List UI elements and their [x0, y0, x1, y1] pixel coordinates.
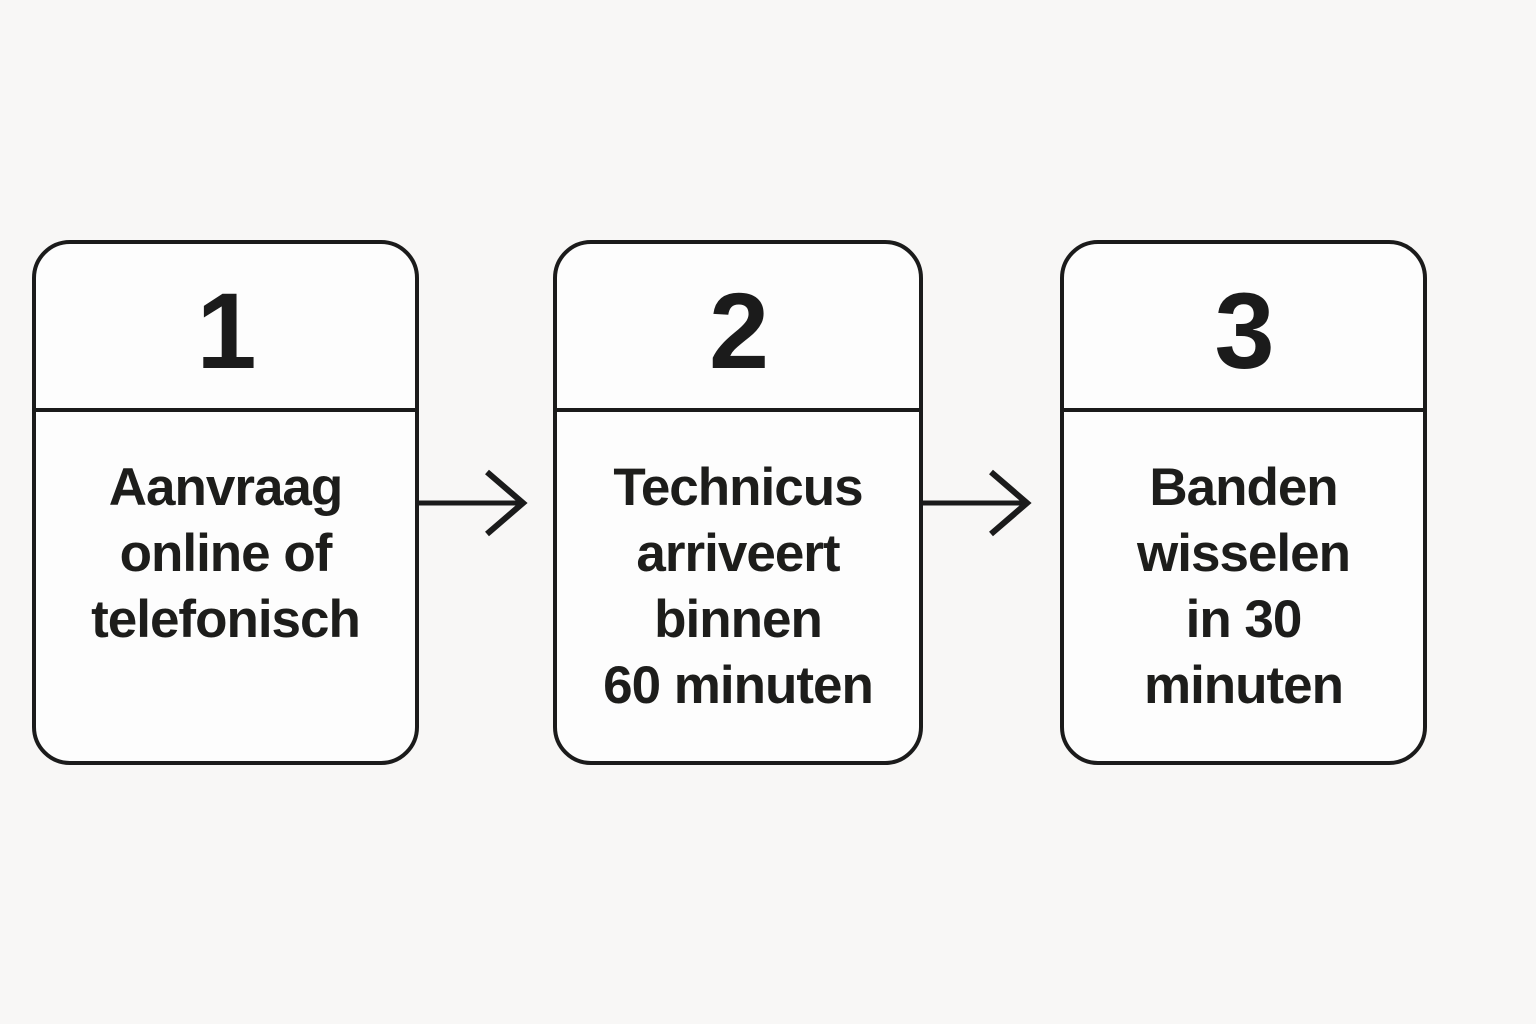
- description-line: online of: [119, 524, 333, 583]
- step-card-1-description: Aanvraag online of telefonisch: [36, 412, 415, 761]
- card-divider: [1064, 408, 1423, 412]
- step-card-3-header: 3: [1064, 244, 1423, 408]
- description-line: in 30: [1185, 590, 1303, 649]
- description-line: wisselen: [1137, 524, 1351, 583]
- step-card-1-header: 1: [36, 244, 415, 408]
- step-number-3: 3: [1214, 270, 1274, 391]
- step-card-2-header: 2: [557, 244, 919, 408]
- arrow-right-icon: [923, 468, 1043, 538]
- step-card-3-description: Banden wisselen in 30 minuten: [1064, 412, 1423, 761]
- description-line: Technicus: [613, 458, 863, 517]
- step-card-1: 1 Aanvraag online of telefonisch: [32, 240, 419, 765]
- step-card-3: 3 Banden wisselen in 30 minuten: [1060, 240, 1427, 765]
- step-number-1: 1: [196, 270, 256, 391]
- description-line: arriveert: [636, 524, 840, 583]
- step-number-2: 2: [708, 270, 769, 391]
- description-line: Aanvraag: [108, 458, 344, 517]
- step-card-2: 2 Technicus arriveert binnen 60 minuten: [553, 240, 923, 765]
- arrow-right-icon: [419, 468, 539, 538]
- description-line: 60 minuten: [603, 656, 874, 715]
- step-card-2-description: Technicus arriveert binnen 60 minuten: [557, 412, 919, 761]
- description-line: binnen: [654, 590, 823, 649]
- description-line: telefonisch: [91, 590, 361, 649]
- card-divider: [36, 408, 415, 412]
- description-line: minuten: [1143, 656, 1344, 715]
- description-line: Banden: [1149, 458, 1338, 517]
- card-divider: [557, 408, 919, 412]
